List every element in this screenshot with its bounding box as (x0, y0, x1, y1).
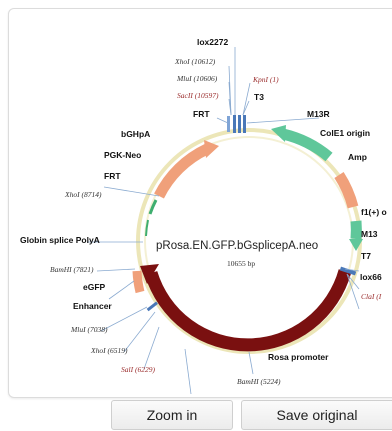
enhancer-arc (132, 270, 145, 294)
cole1-arc (281, 128, 333, 162)
save-original-button[interactable]: Save original (241, 400, 392, 430)
label-globin: Globin splice PolyA (20, 235, 100, 245)
t7-marker (339, 266, 357, 276)
label-egfp: eGFP (83, 282, 106, 292)
plasmid-size: 10655 bp (227, 259, 255, 268)
kpni-marker (243, 115, 246, 133)
rosa-promoter-arrowhead (140, 264, 159, 284)
zoom-in-button[interactable]: Zoom in (111, 400, 233, 430)
leader-lines (87, 47, 360, 395)
label-cole1: ColE1 origin (320, 128, 370, 138)
label-m13: M13 (361, 229, 378, 239)
lox2272-marker (233, 115, 236, 133)
cole1-arrowhead (271, 125, 286, 142)
label-amp: Amp (348, 152, 367, 162)
globin-mark (145, 219, 149, 237)
label-enhancer: Enhancer (73, 301, 112, 311)
label-t3: T3 (254, 92, 264, 102)
t3-marker (238, 115, 241, 133)
label-lox2272: lox2272 (197, 37, 228, 47)
label-xhoi-left: XhoI (8714) (64, 190, 102, 199)
plasmid-name: pRosa.EN.GFP.bGsplicepA.neo (156, 240, 318, 252)
label-mlui: MluI (10606) (176, 74, 218, 83)
amp-arc (334, 172, 359, 209)
label-sacii: SacII (10597) (177, 91, 219, 100)
label-lox66: lox66 (360, 272, 382, 282)
label-kpni: KpnI (1) (252, 75, 279, 84)
label-t7: T7 (361, 251, 371, 261)
label-clai: ClaI (I (361, 292, 382, 301)
label-frt-top: FRT (193, 109, 210, 119)
label-mlui-low: MluI (7038) (70, 325, 108, 334)
label-bamhi-bottom: BamHI (5224) (237, 377, 281, 386)
xhoi-low-marker (146, 301, 158, 312)
label-xhoi-top: XhoI (10612) (174, 57, 216, 66)
label-f1: f1(+) o (361, 207, 387, 217)
label-frt-left: FRT (104, 171, 121, 181)
plasmid-map-card: lox2272 XhoI (10612) MluI (10606) KpnI (… (8, 8, 392, 398)
label-pgk-neo: PGK-Neo (104, 150, 141, 160)
label-bghpa: bGHpA (121, 129, 150, 139)
map-actions: Zoom in Save original (0, 398, 392, 431)
label-xhoi-low: XhoI (6519) (90, 346, 128, 355)
label-bamhi-left: BamHI (7821) (50, 265, 94, 274)
frt-left-mark (148, 199, 158, 215)
site-marker-a (227, 116, 230, 132)
pgk-neo-arc (154, 144, 210, 199)
label-m13r: M13R (307, 109, 330, 119)
rosa-promoter-arc (144, 269, 352, 352)
plasmid-map: lox2272 XhoI (10612) MluI (10606) KpnI (… (20, 37, 387, 395)
pgk-neo-arrowhead (204, 140, 219, 158)
f1-arrowhead (349, 239, 363, 251)
label-rosa-promoter: Rosa promoter (268, 352, 329, 362)
label-sali: SalI (6229) (121, 365, 155, 374)
